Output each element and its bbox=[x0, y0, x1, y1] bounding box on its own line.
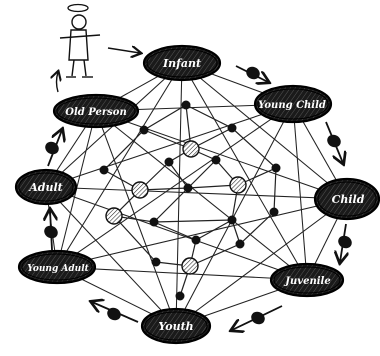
network-link bbox=[240, 212, 274, 244]
junction-dot bbox=[150, 218, 159, 227]
stage-label-infant: Infant bbox=[162, 57, 201, 70]
junction-dot bbox=[228, 216, 237, 225]
web-line bbox=[182, 63, 347, 199]
cycle-blob bbox=[336, 233, 354, 250]
web-line bbox=[46, 187, 347, 199]
stage-label-young-adult: Young Adult bbox=[27, 264, 89, 274]
cycle-blob bbox=[244, 64, 262, 81]
network-link bbox=[169, 162, 188, 188]
junction-dot bbox=[270, 208, 279, 217]
junction-dot bbox=[212, 156, 221, 165]
halo-figure-icon bbox=[57, 5, 141, 93]
network-link bbox=[154, 220, 232, 222]
cycle-blob bbox=[249, 309, 267, 326]
web-line bbox=[176, 199, 347, 326]
junction-dot bbox=[140, 126, 149, 135]
web-line bbox=[293, 104, 307, 280]
junction-dot bbox=[100, 166, 109, 175]
stage-label-youth: Youth bbox=[158, 320, 193, 333]
network-link bbox=[274, 168, 276, 212]
hatched-junction bbox=[132, 182, 148, 198]
cycle-blob bbox=[325, 132, 343, 149]
junction-dot bbox=[176, 292, 185, 301]
junction-dot bbox=[236, 240, 245, 249]
web-line bbox=[57, 104, 293, 267]
junction-dot bbox=[228, 124, 237, 133]
stage-label-old-person: Old Person bbox=[65, 107, 126, 118]
junction-dot bbox=[184, 184, 193, 193]
hatched-junction bbox=[106, 208, 122, 224]
cycle-blob bbox=[42, 223, 60, 240]
hatched-junction bbox=[182, 258, 198, 274]
network-link bbox=[186, 105, 232, 128]
junction-dot bbox=[192, 236, 201, 245]
junction-dot bbox=[272, 164, 281, 173]
network-link bbox=[154, 222, 196, 240]
stage-label-adult: Adult bbox=[28, 181, 62, 194]
network-link bbox=[154, 188, 188, 222]
stage-label-juvenile: Juvenile bbox=[283, 276, 330, 287]
cycle-blob bbox=[43, 139, 61, 156]
hatched-junction bbox=[230, 177, 246, 193]
hatched-junction bbox=[183, 141, 199, 157]
stage-label-young-child: Young Child bbox=[258, 100, 326, 111]
junction-dot bbox=[152, 258, 161, 267]
junction-dot bbox=[165, 158, 174, 167]
junction-dot bbox=[182, 101, 191, 110]
stage-label-child: Child bbox=[332, 193, 365, 206]
